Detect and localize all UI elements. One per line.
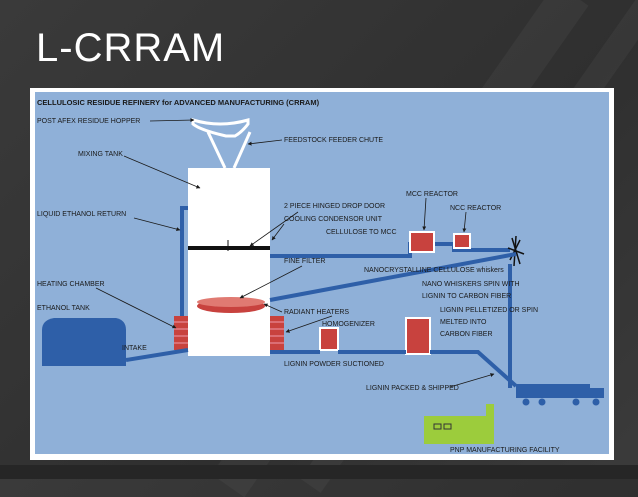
- diagram-background: [35, 92, 609, 454]
- heating-coils-left: [174, 316, 188, 350]
- arrow-drop-door: [249, 211, 299, 247]
- drop-door: [188, 246, 270, 250]
- label-fine-filter: FINE FILTER: [284, 258, 325, 265]
- diagram-header: CELLULOSIC RESIDUE REFINERY for ADVANCED…: [37, 98, 320, 107]
- heating-coils-right: [270, 316, 284, 350]
- label-heating-chamber: HEATING CHAMBER: [37, 281, 105, 288]
- label-ncc-whiskers: NANOCRYSTALLINE CELLULOSE whiskers: [364, 267, 504, 274]
- arrow-mcc-reactor: [422, 197, 427, 231]
- intake-pipe: [125, 348, 189, 362]
- label-mcc-reactor: MCC REACTOR: [406, 191, 458, 198]
- arrow-chute: [247, 139, 283, 146]
- mcc-reactor: [409, 231, 435, 253]
- arrow-condensor: [271, 223, 285, 241]
- label-whiskers-spin-2: LIGNIN TO CARBON FIBER: [422, 293, 511, 300]
- label-ncc-reactor: NCC REACTOR: [450, 205, 501, 212]
- diagram-panel: CELLULOSIC RESIDUE REFINERY for ADVANCED…: [30, 88, 614, 460]
- label-cellulose-to-mcc: CELLULOSE TO MCC: [326, 229, 397, 236]
- hopper-icon: [191, 117, 250, 138]
- label-mixing-tank: MIXING TANK: [78, 151, 123, 158]
- label-ethanol-tank: ETHANOL TANK: [37, 305, 90, 312]
- arrow-ethanol-return: [133, 217, 181, 232]
- arrow-ncc-reactor: [462, 211, 467, 233]
- label-whiskers-spin-1: NANO WHISKERS SPIN WITH: [422, 281, 520, 288]
- label-lignin-powder: LIGNIN POWDER SUCTIONED: [284, 361, 384, 368]
- arrow-fine-filter: [239, 265, 303, 299]
- label-lignin-packed: LIGNIN PACKED & SHIPPED: [366, 385, 459, 392]
- label-chute: FEEDSTOCK FEEDER CHUTE: [284, 137, 383, 144]
- arrow-lignin-packed: [449, 373, 495, 388]
- arrow-heating-chamber: [95, 287, 177, 329]
- arrow-radiant-heaters: [263, 303, 283, 313]
- ncc-reactor: [453, 233, 471, 249]
- label-condensor: COOLING CONDENSOR UNIT: [284, 216, 383, 223]
- label-ethanol-return: LIQUID ETHANOL RETURN: [37, 211, 126, 218]
- bottom-bar: [0, 465, 638, 479]
- process-diagram: CELLULOSIC RESIDUE REFINERY for ADVANCED…: [35, 92, 609, 454]
- fine-filter-top: [197, 297, 265, 307]
- mixing-tank: [188, 168, 270, 246]
- label-homogenizer: HOMOGENIZER: [322, 321, 375, 328]
- factory-icon: [424, 404, 494, 444]
- arrow-radiant-heaters-2: [285, 315, 333, 333]
- label-radiant-heaters: RADIANT HEATERS: [284, 309, 349, 316]
- lignin-pelletizer: [405, 317, 431, 355]
- label-lignin-pellet-3: CARBON FIBER: [440, 331, 493, 338]
- label-intake: INTAKE: [122, 345, 147, 352]
- lignin-powder-pipe: [270, 350, 518, 388]
- arrow-hopper: [149, 118, 195, 123]
- chute-icon: [206, 131, 252, 169]
- ncc-line: [269, 252, 517, 302]
- slide-title: L-CRRAM: [36, 26, 226, 70]
- ethanol-return-pipe: [180, 206, 188, 316]
- label-hopper: POST AFEX RESIDUE HOPPER: [37, 118, 140, 125]
- label-lignin-pellet-2: MELTED INTO: [440, 319, 487, 326]
- label-pnp-facility: PNP MANUFACTURING FACILITY: [450, 447, 560, 454]
- label-lignin-pellet-1: LIGNIN PELLETIZED OR SPIN: [440, 307, 538, 314]
- ethanol-tank: [42, 318, 126, 366]
- label-drop-door: 2 PIECE HINGED DROP DOOR: [284, 203, 385, 210]
- whisker-spinner-icon: [507, 235, 525, 267]
- homogenizer: [319, 327, 339, 351]
- truck-icon: [516, 384, 604, 406]
- arrow-mixing-tank: [123, 155, 201, 189]
